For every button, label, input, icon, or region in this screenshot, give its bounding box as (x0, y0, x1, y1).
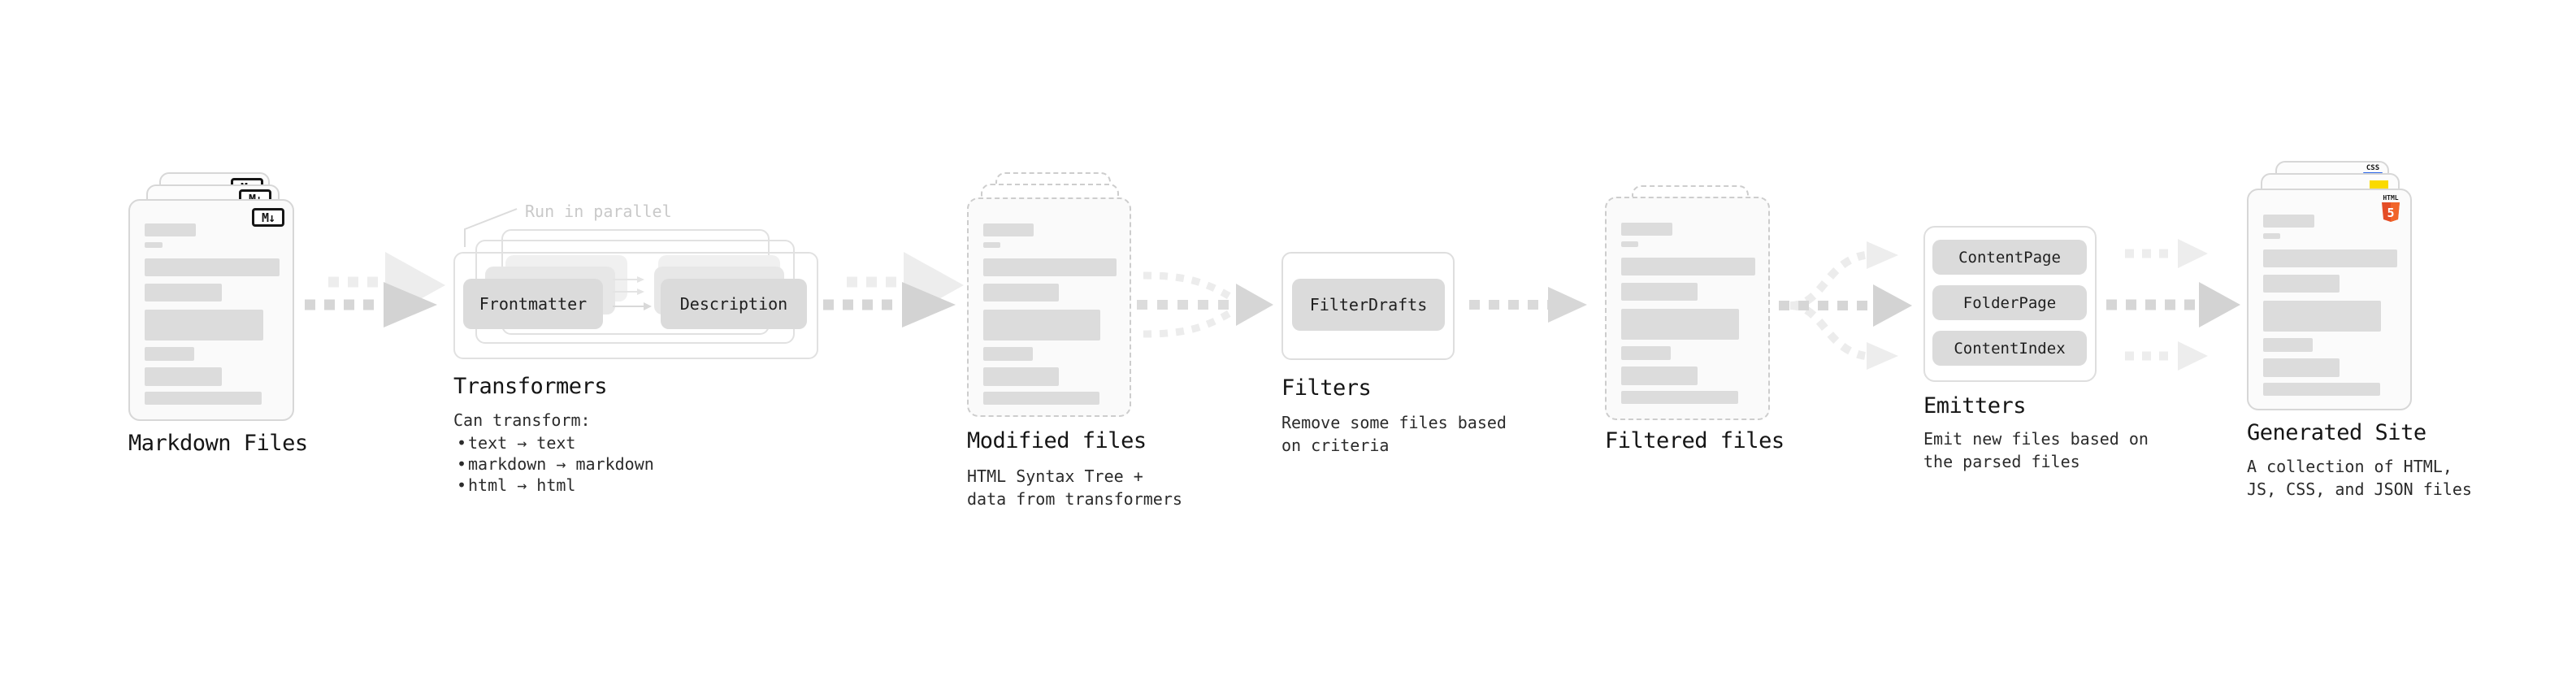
document-skeleton (1621, 223, 1755, 404)
flow-arrow-icon (1469, 287, 1587, 323)
contentindex-pill: ContentIndex (1932, 331, 2087, 366)
parallel-arrows-icon (613, 276, 652, 310)
generated-site-description: A collection of HTML, JS, CSS, and JSON … (2247, 457, 2472, 499)
diverge-arrow-icon (1779, 241, 1912, 370)
list-item: html → html (457, 475, 654, 496)
svg-text:HTML: HTML (2383, 194, 2398, 202)
stage-label-filtered-files: Filtered files (1605, 428, 1785, 453)
svg-text:5: 5 (2387, 206, 2394, 220)
filterdrafts-pill: FilterDrafts (1292, 279, 1445, 331)
description-pill: Description (661, 279, 807, 329)
run-in-parallel-note: Run in parallel (525, 202, 672, 221)
document-skeleton (983, 223, 1117, 405)
markdown-icon: M↓ (252, 208, 284, 227)
markdown-file-card: M↓ (128, 199, 294, 421)
filtered-file-card (1605, 197, 1770, 420)
site-card-html: HTML 5 (2247, 189, 2412, 410)
flow-arrow-icon (823, 252, 964, 327)
document-skeleton (2263, 215, 2397, 396)
contentpage-pill: ContentPage (1932, 240, 2087, 275)
stage-label-filters: Filters (1281, 375, 1372, 401)
stage-label-emitters: Emitters (1923, 393, 2027, 419)
triple-arrow-icon (2106, 239, 2240, 371)
transformer-box-front (453, 252, 818, 359)
html5-icon: HTML 5 (2382, 194, 2400, 222)
note-leader-line (464, 208, 518, 247)
stage-label-modified-files: Modified files (967, 428, 1147, 453)
frontmatter-pill: Frontmatter (463, 279, 603, 329)
transformers-capability-list: text → text markdown → markdown html → h… (457, 432, 654, 496)
filters-description: Remove some files based on criteria (1281, 413, 1507, 455)
flow-arrow-icon (305, 252, 445, 327)
document-skeleton (145, 223, 280, 405)
folderpage-pill: FolderPage (1932, 285, 2087, 320)
list-item: markdown → markdown (457, 453, 654, 475)
stage-label-generated-site: Generated Site (2247, 420, 2426, 445)
transformers-description: Can transform: (453, 410, 591, 430)
emitters-description: Emit new files based on the parsed files (1923, 429, 2149, 471)
javascript-icon (2370, 180, 2388, 191)
modified-file-card (967, 197, 1131, 417)
list-item: text → text (457, 432, 654, 453)
stage-label-transformers: Transformers (453, 374, 608, 399)
converge-arrow-icon (1137, 271, 1273, 338)
modified-files-description: HTML Syntax Tree + data from transformer… (967, 466, 1182, 509)
stage-label-markdown-files: Markdown Files (128, 431, 308, 456)
